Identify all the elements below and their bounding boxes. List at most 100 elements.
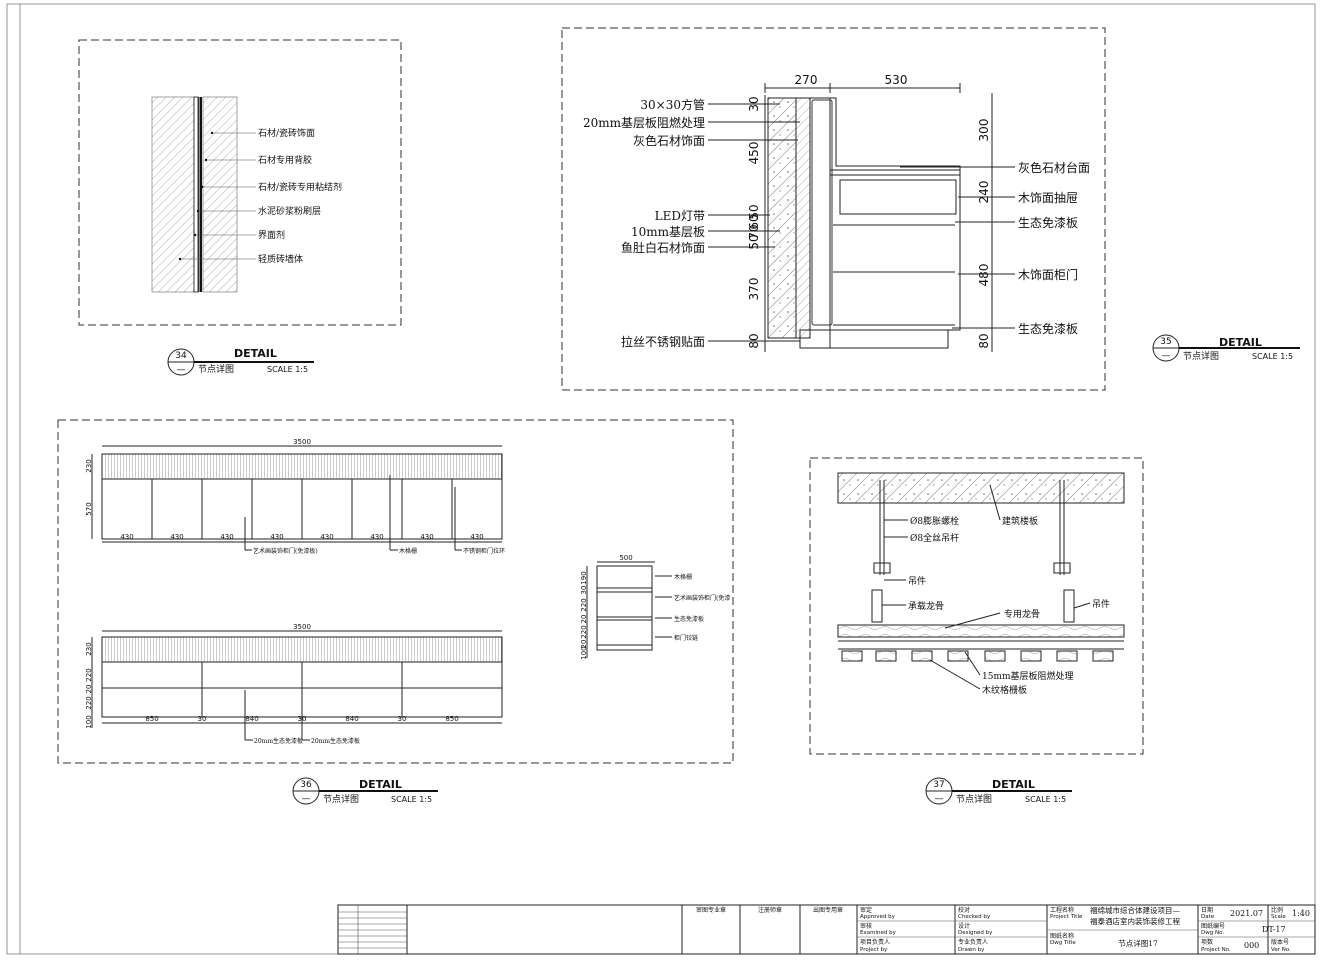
detail-37: Ø8膨胀螺栓 Ø8全丝吊杆 建筑楼板 吊件 承载龙骨 专用龙骨 吊件 15mm基…: [809, 457, 1144, 805]
svg-text:—: —: [177, 365, 186, 375]
d36-scale: SCALE 1:5: [391, 795, 432, 804]
svg-text:Ver No.: Ver No.: [1271, 947, 1291, 953]
svg-text:430: 430: [420, 533, 433, 541]
brick-wall-hatch: [151, 96, 195, 293]
base-board: [837, 624, 1125, 638]
svg-text:审定: 审定: [860, 906, 872, 914]
d35-left-label-7: 拉丝不锈钢贴面: [621, 334, 705, 349]
detail-35: 270 530 30 450 50 60 70 50 370 80 300 24…: [561, 27, 1300, 391]
svg-text:30: 30: [198, 715, 207, 723]
svg-text:430: 430: [370, 533, 383, 541]
svg-text:230: 230: [85, 459, 93, 472]
d35-scale: SCALE 1:5: [1252, 352, 1293, 361]
d35-left-label-1: 30×30方管: [640, 97, 705, 112]
svg-text:430: 430: [170, 533, 183, 541]
project-name-line-1: 福绵城市综合体建设项目—: [1090, 905, 1180, 915]
svg-text:Scale: Scale: [1271, 914, 1286, 920]
scale-value: 1:40: [1292, 909, 1310, 918]
d37-scale: SCALE 1:5: [1025, 795, 1066, 804]
d36-title: DETAIL: [359, 778, 402, 791]
detail-34-frame: [78, 39, 402, 326]
svg-text:图纸名称: 图纸名称: [1050, 932, 1074, 940]
d34-label-5: 界面剂: [258, 229, 285, 241]
d36-side-label-2: 艺术画装饰柜门(免漆: [674, 594, 730, 602]
drawer: [839, 179, 957, 215]
d34-label-1: 石材/瓷砖饰面: [258, 127, 315, 139]
d34-label-2: 石材专用背胶: [258, 154, 312, 166]
d35-name: 节点详图: [1183, 350, 1219, 362]
slab: [837, 472, 1125, 504]
svg-text:60: 60: [747, 214, 761, 229]
drawing-number: DT-17: [1262, 925, 1286, 934]
svg-text:图纸编号: 图纸编号: [1201, 922, 1225, 930]
detail-35-frame: [561, 27, 1106, 391]
title-block: 审图专业章 注册师章 出图专用章 审定 Approved by 校对 Check…: [337, 904, 1316, 955]
d35-title: DETAIL: [1219, 336, 1262, 349]
svg-text:Project Title: Project Title: [1050, 914, 1083, 920]
cabinet-body: [829, 169, 961, 331]
detail-37-frame: [809, 457, 1144, 755]
d35-right-label-3: 生态免漆板: [1018, 215, 1078, 230]
d36-top-label-1: 艺术画装饰柜门(免漆板): [253, 547, 318, 555]
svg-text:Designed by: Designed by: [958, 930, 993, 936]
d36-side-label-1: 木格栅: [674, 573, 692, 581]
svg-text:校对: 校对: [958, 906, 970, 914]
svg-text:项目负责人: 项目负责人: [860, 938, 890, 946]
d37-label-1: Ø8膨胀螺栓: [910, 515, 959, 527]
svg-text:220: 220: [580, 598, 588, 611]
d34-label-4: 水泥砂浆粉刷层: [258, 205, 321, 217]
svg-text:3500: 3500: [293, 623, 311, 631]
d37-number: 37: [933, 780, 944, 790]
stone-finish-hatch: [202, 96, 238, 293]
svg-text:项数: 项数: [1201, 938, 1213, 946]
svg-text:430: 430: [270, 533, 283, 541]
top-grille: [101, 453, 503, 480]
svg-text:430: 430: [220, 533, 233, 541]
svg-text:专业负责人: 专业负责人: [958, 938, 988, 946]
side-section: [596, 565, 653, 651]
svg-text:Examined by: Examined by: [860, 930, 897, 936]
svg-text:Date: Date: [1201, 914, 1215, 920]
d34-number: 34: [175, 351, 187, 361]
svg-text:注册师章: 注册师章: [758, 906, 782, 914]
svg-text:Approved by: Approved by: [860, 914, 896, 920]
d37-label-9: 木纹格栅板: [982, 684, 1027, 696]
d35-right-label-1: 灰色石材台面: [1018, 160, 1090, 175]
project-name-line-2: 福泰酒店室内装饰装修工程: [1090, 916, 1180, 926]
svg-text:3500: 3500: [293, 438, 311, 446]
svg-text:30: 30: [398, 715, 407, 723]
d35-dim-top-2: 530: [885, 73, 908, 87]
d37-label-7: 吊件: [1092, 598, 1110, 610]
svg-text:30: 30: [580, 586, 588, 595]
svg-text:220: 220: [85, 696, 93, 709]
d35-dim-top-1: 270: [795, 73, 818, 87]
d37-label-2: Ø8全丝吊杆: [910, 532, 959, 544]
svg-text:版本号: 版本号: [1271, 938, 1289, 946]
svg-text:工程名称: 工程名称: [1050, 906, 1074, 914]
svg-text:100: 100: [85, 715, 93, 728]
d37-label-6: 专用龙骨: [1004, 608, 1040, 620]
d37-label-4: 吊件: [908, 575, 926, 587]
project-number: 000: [1244, 941, 1259, 950]
svg-text:审图专业章: 审图专业章: [696, 906, 726, 914]
svg-text:300: 300: [977, 119, 991, 142]
svg-text:480: 480: [977, 264, 991, 287]
stone-column: [767, 97, 797, 339]
date-value: 2021.07: [1230, 909, 1263, 918]
svg-text:500: 500: [619, 554, 632, 562]
svg-text:Project by: Project by: [860, 947, 888, 953]
d34-title: DETAIL: [234, 347, 277, 360]
svg-text:20: 20: [85, 685, 93, 694]
d37-label-8: 15mm基层板阻燃处理: [982, 670, 1074, 682]
d35-left-label-2: 20mm基层板阻燃处理: [583, 115, 705, 130]
d36-top-label-2: 木格栅: [399, 547, 417, 555]
d35-left-label-4: LED灯带: [655, 209, 705, 223]
drawing-title: 节点详图17: [1118, 938, 1158, 948]
svg-text:220: 220: [580, 625, 588, 638]
svg-text:Drawn by: Drawn by: [958, 947, 985, 953]
svg-text:840: 840: [245, 715, 258, 723]
d35-right-label-4: 木饰面柜门: [1018, 267, 1078, 282]
svg-text:日期: 日期: [1201, 906, 1213, 914]
svg-text:20: 20: [580, 640, 588, 649]
